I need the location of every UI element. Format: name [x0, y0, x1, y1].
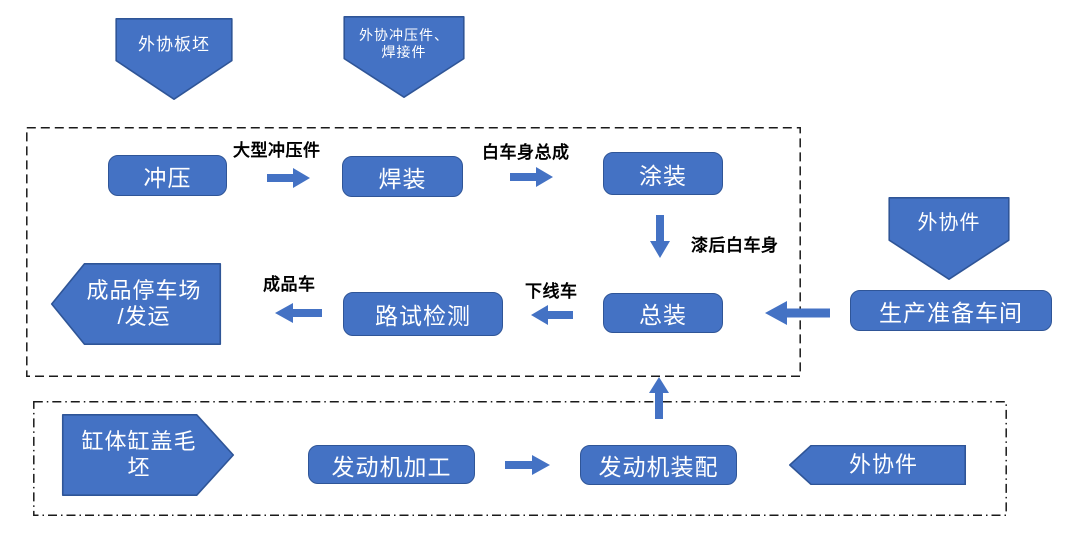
arrow-left-icon	[275, 303, 322, 323]
input-outsourced-stampings-label: 外协冲压件、 焊接件	[359, 27, 449, 60]
pentagon-down-shape	[115, 18, 233, 100]
chevron-right-shape	[61, 414, 235, 496]
flow-label-painted-body: 漆后白车身	[691, 236, 779, 255]
flow-label-large-stampings: 大型冲压件	[233, 141, 321, 160]
node-welding: 焊装	[342, 156, 463, 197]
pentagon-down-shape	[343, 16, 465, 98]
node-road-test: 路试检测	[343, 292, 503, 336]
vehicle-plant-container	[26, 127, 801, 377]
input-outsourced-parts-bottom-label: 外协件	[848, 452, 918, 478]
node-prep-workshop: 生产准备车间	[850, 290, 1052, 331]
node-painting: 涂装	[603, 152, 723, 195]
input-plate-blank: 外协板坯	[115, 18, 233, 100]
arrow-left-icon	[531, 305, 573, 325]
flow-label-finished-vehicle: 成品车	[263, 275, 316, 294]
arrow-down-icon	[650, 215, 670, 258]
input-outsourced-parts-top-label: 外协件	[917, 211, 981, 234]
input-outsourced-parts-bottom: 外协件	[788, 445, 967, 485]
node-finished-parking: 成品停车场 /发运	[50, 263, 222, 345]
input-outsourced-stampings: 外协冲压件、 焊接件	[343, 16, 465, 98]
node-engine-blank: 缸体缸盖毛 坯	[61, 414, 235, 496]
node-final-assembly: 总装	[603, 293, 723, 333]
arrow-up-icon	[649, 377, 669, 419]
input-outsourced-parts-top: 外协件	[888, 197, 1010, 280]
dash-dot-border-icon	[33, 401, 1007, 516]
dashed-border-icon	[26, 127, 801, 377]
node-engine-blank-label: 缸体缸盖毛 坯	[81, 429, 197, 480]
arrow-right-icon	[510, 167, 553, 187]
arrow-right-icon	[505, 455, 550, 475]
node-engine-assembly: 发动机装配	[580, 445, 737, 485]
pentagon-down-shape	[888, 197, 1010, 280]
node-stamping: 冲压	[108, 155, 227, 196]
chevron-left-shape	[50, 263, 222, 345]
arrow-left-icon	[765, 301, 830, 325]
node-engine-machining: 发动机加工	[308, 445, 475, 484]
chevron-left-shape	[788, 445, 967, 485]
arrow-right-icon	[267, 168, 310, 188]
input-plate-blank-label: 外协板坯	[138, 34, 210, 54]
flow-label-offline-vehicle: 下线车	[525, 282, 578, 301]
flow-label-body-in-white: 白车身总成	[482, 143, 570, 162]
engine-plant-container	[33, 401, 1007, 516]
node-finished-parking-label: 成品停车场 /发运	[86, 278, 202, 329]
